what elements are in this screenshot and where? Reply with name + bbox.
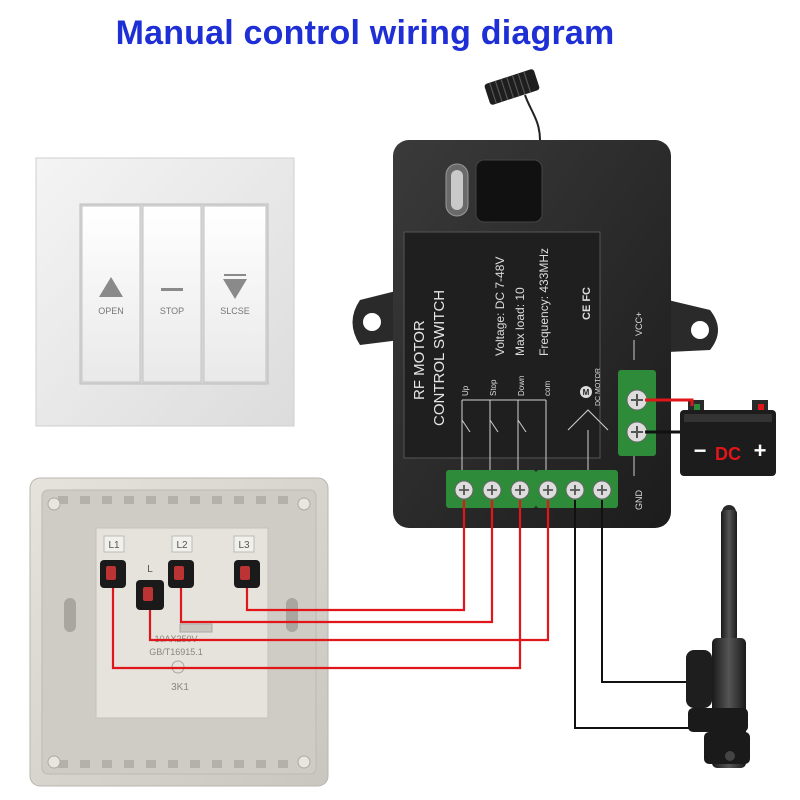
battery-label: DC bbox=[715, 444, 741, 464]
motor-label: DC MOTOR bbox=[595, 368, 602, 406]
antenna bbox=[484, 69, 541, 141]
motor-badge-letter: M bbox=[583, 388, 590, 397]
stop-label: STOP bbox=[160, 306, 184, 316]
spec-frequency: Frequency: 433MHz bbox=[537, 248, 551, 356]
wire-l3-up bbox=[245, 500, 466, 612]
slcse-label: SLCSE bbox=[220, 306, 250, 316]
terminal-l3-label: L3 bbox=[238, 540, 250, 551]
stop-button[interactable]: STOP bbox=[142, 205, 202, 383]
spec-load: Max load: 10 bbox=[513, 287, 527, 356]
page-title: Manual control wiring diagram bbox=[115, 14, 615, 52]
dc-battery: − DC + bbox=[680, 400, 776, 476]
battery-plus: + bbox=[754, 438, 767, 463]
power-terminal-block bbox=[618, 370, 656, 456]
motor-badge bbox=[580, 386, 592, 398]
linear-actuator bbox=[686, 505, 750, 768]
controller-label-line2: CONTROL SWITCH bbox=[431, 290, 448, 426]
terminal-l2-label: L2 bbox=[176, 540, 188, 551]
wall-socket: L1 L2 L3 L 10AX250V GB/T16915.1 3K1 bbox=[29, 477, 329, 787]
close-button[interactable]: SLCSE bbox=[203, 205, 267, 383]
wall-switch: OPEN STOP SLCSE bbox=[35, 157, 295, 427]
wire-motor-b bbox=[601, 500, 690, 683]
wire-motor-a bbox=[574, 500, 692, 729]
open-label: OPEN bbox=[98, 306, 124, 316]
control-wires bbox=[111, 500, 550, 670]
vcc-label: VCC+ bbox=[634, 312, 644, 336]
gnd-label: GND bbox=[634, 490, 644, 511]
cert-marks: CE FC bbox=[581, 287, 593, 320]
socket-standard: GB/T16915.1 bbox=[149, 647, 203, 657]
terminal-label-com: com bbox=[543, 381, 552, 396]
battery-positive-wire bbox=[645, 398, 694, 406]
terminal-label-down: Down bbox=[517, 376, 526, 396]
open-button[interactable]: OPEN bbox=[81, 205, 141, 383]
learn-button[interactable] bbox=[475, 159, 543, 223]
terminal-label-stop: Stop bbox=[489, 379, 498, 396]
terminal-label-up: Up bbox=[461, 385, 470, 396]
motor-wires bbox=[574, 500, 692, 729]
wire-l-com bbox=[148, 500, 550, 642]
terminal-l1-label: L1 bbox=[108, 540, 120, 551]
socket-model: 3K1 bbox=[171, 682, 189, 693]
spec-voltage: Voltage: DC 7-48V bbox=[493, 257, 507, 356]
wire-l1-down bbox=[111, 500, 522, 670]
terminal-l-label: L bbox=[147, 564, 153, 575]
down-triangle-icon bbox=[223, 279, 247, 299]
rf-controller: RF MOTOR CONTROL SWITCH Voltage: DC 7-48… bbox=[352, 140, 718, 528]
up-triangle-icon bbox=[99, 277, 123, 297]
wire-l2-stop bbox=[179, 500, 494, 624]
controller-label-line1: RF MOTOR bbox=[411, 320, 428, 400]
dash-icon bbox=[161, 288, 183, 291]
battery-minus: − bbox=[694, 438, 707, 463]
